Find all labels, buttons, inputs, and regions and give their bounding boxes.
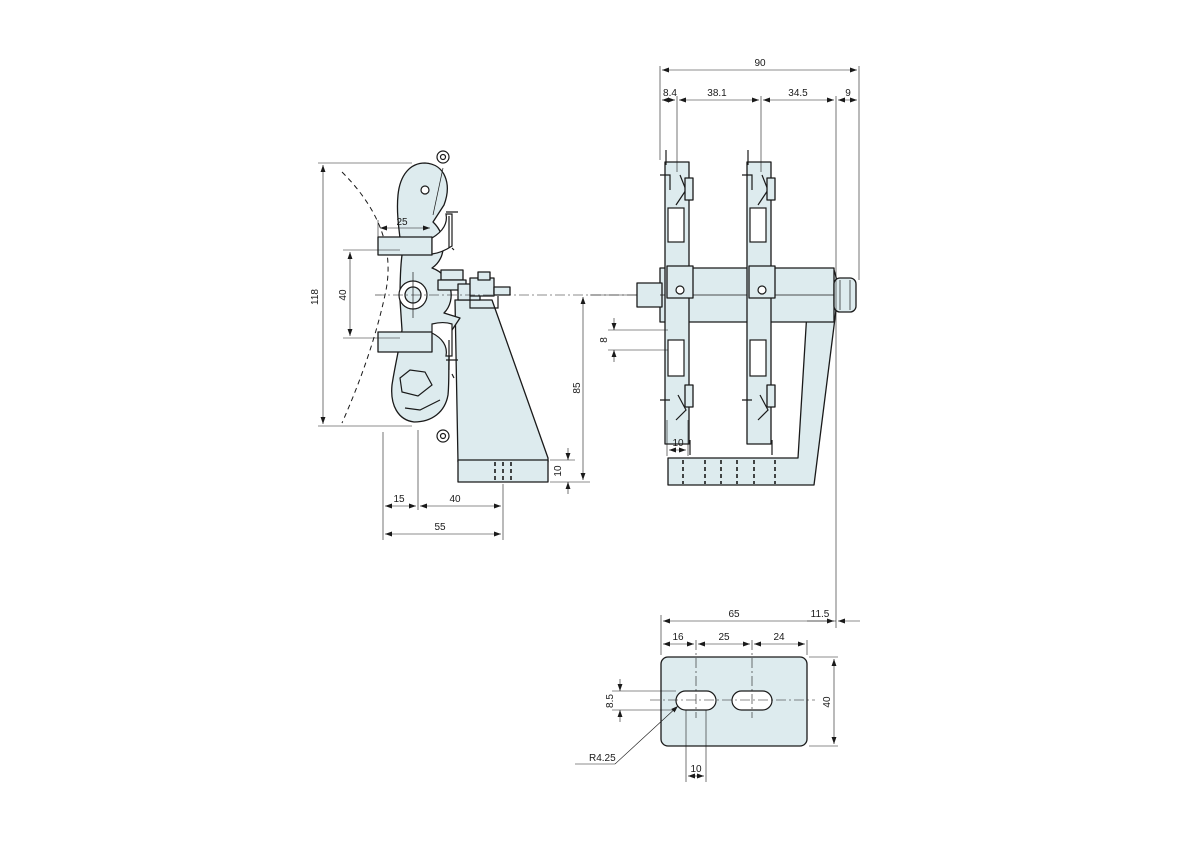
base-plate-view: 65 11.5 16 25 24 40 8.5 R4.25 10 bbox=[575, 609, 860, 782]
dim-9: 9 bbox=[845, 88, 851, 99]
dim-25-pitch: 25 bbox=[718, 632, 730, 643]
dim-85: 85 bbox=[572, 382, 583, 394]
hex-nut bbox=[440, 269, 464, 281]
dim-40-plate: 40 bbox=[822, 696, 833, 708]
dim-25: 25 bbox=[396, 217, 408, 228]
adjust-bolt bbox=[469, 277, 495, 297]
dim-8: 8 bbox=[599, 337, 610, 343]
left-clamp-assembly bbox=[660, 150, 694, 455]
dim-10-arm: 10 bbox=[672, 438, 684, 449]
dim-8-4: 8.4 bbox=[663, 88, 677, 99]
front-view: 90 8.4 38.1 34.5 9 8 10 bbox=[599, 58, 860, 628]
lower-clamp-block bbox=[377, 331, 433, 353]
pivot-hole bbox=[420, 185, 430, 195]
right-clamp-assembly bbox=[742, 150, 776, 455]
dim-38-1: 38.1 bbox=[707, 88, 727, 99]
dim-118: 118 bbox=[310, 289, 321, 305]
dim-r4-25: R4.25 bbox=[589, 753, 616, 764]
right-nut bbox=[833, 277, 857, 313]
shaft-stub bbox=[636, 282, 663, 308]
upper-clamp-block bbox=[377, 236, 433, 256]
dim-55: 55 bbox=[434, 522, 446, 533]
dim-24: 24 bbox=[773, 632, 785, 643]
dim-34-5: 34.5 bbox=[788, 88, 808, 99]
dim-90: 90 bbox=[754, 58, 766, 69]
dim-40-base: 40 bbox=[449, 494, 461, 505]
dim-40-vertical: 40 bbox=[338, 289, 349, 301]
support-pillar bbox=[454, 299, 549, 463]
dim-16: 16 bbox=[672, 632, 684, 643]
dim-65: 65 bbox=[728, 609, 740, 620]
dim-10-base: 10 bbox=[553, 465, 564, 477]
side-view: 118 25 40 85 10 15 40 55 bbox=[310, 150, 640, 540]
dim-11-5: 11.5 bbox=[811, 609, 830, 620]
dim-15: 15 bbox=[393, 494, 405, 505]
dim-8-5: 8.5 bbox=[605, 694, 616, 708]
dim-10-slot: 10 bbox=[690, 764, 702, 775]
